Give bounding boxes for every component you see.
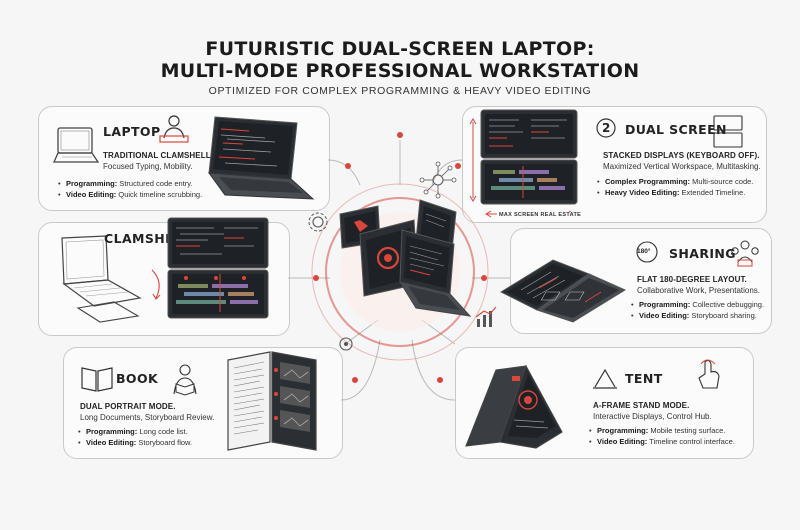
main-title-line1: FUTURISTIC DUAL-SCREEN LAPTOP:: [205, 38, 595, 60]
laptop-mode-label: LAPTOP: [103, 124, 161, 139]
tent-description: Interactive Displays, Control Hub.: [593, 412, 712, 421]
book-mode-render-illustration: [227, 351, 317, 451]
number-2-badge: [596, 118, 616, 138]
tent-heading: A-FRAME STAND MODE.: [593, 401, 690, 410]
sharing-mode-label: SHARING: [669, 246, 736, 261]
clamshell-outline-icon: [61, 235, 142, 323]
tent-bullet-2: •Video Editing: Timeline control interfa…: [589, 437, 735, 446]
central-devices-cluster: [339, 199, 472, 317]
tent-bullet-1: •Programming: Mobile testing surface.: [589, 426, 726, 435]
sharing-heading: FLAT 180-DEGREE LAYOUT.: [637, 275, 747, 284]
book-heading: DUAL PORTRAIT MODE.: [80, 402, 176, 411]
laptop-outline-icon: [52, 127, 100, 163]
settings-gear-small-icon: [308, 212, 328, 232]
book-mode-label: BOOK: [116, 371, 159, 386]
sharing-description: Collaborative Work, Presentations.: [637, 286, 761, 295]
laptop-mode-heading: TRADITIONAL CLAMSHELL.: [103, 151, 214, 160]
subtitle: OPTIMIZED FOR COMPLEX PROGRAMMING & HEAV…: [208, 85, 592, 97]
connector-node-icon: [339, 337, 353, 351]
user-typing-icon: [159, 115, 189, 143]
dual-screen-heading: STACKED DISPLAYS (KEYBOARD OFF).: [603, 151, 760, 160]
touch-hand-icon: [698, 359, 720, 389]
dual-screen-number: 2: [602, 121, 611, 135]
sharing-bullet-1: •Programming: Collective debugging.: [631, 300, 765, 309]
180-degree-badge-text: 180°: [637, 248, 651, 255]
laptop-render-illustration: [207, 116, 315, 200]
main-title-line2: MULTI-MODE PROFESSIONAL WORKSTATION: [160, 60, 640, 82]
dual-bullet-1: •Complex Programming: Multi-source code.: [597, 177, 754, 186]
open-book-icon: [81, 367, 113, 392]
sharing-render-illustration: [499, 259, 627, 323]
dual-screen-render-illustration: [480, 109, 578, 205]
tent-frame-icon: [593, 368, 617, 389]
dual-bullet-2: •Heavy Video Editing: Extended Timeline.: [597, 188, 746, 197]
group-users-icon: [731, 240, 759, 267]
max-screen-caption: MAX SCREEN REAL ESTATE: [497, 212, 584, 218]
person-reading-icon: [173, 364, 197, 396]
laptop-bullet-2: •Video Editing: Quick timeline scrubbing…: [58, 190, 203, 199]
vertical-expand-arrow: [469, 118, 477, 202]
network-nodes-icon: [419, 161, 457, 199]
sharing-mode-card: [510, 228, 772, 334]
trend-chart-icon: [475, 306, 497, 327]
tent-mode-label: TENT: [625, 371, 663, 386]
180-degree-badge: [636, 241, 658, 263]
book-description: Long Documents, Storyboard Review.: [80, 413, 215, 422]
laptop-mode-description: Focused Typing, Mobility.: [103, 162, 193, 171]
clamshell-curved-arrow: [151, 269, 161, 300]
clamshell-render-illustration: [167, 217, 269, 319]
dual-screen-description: Maximized Vertical Workspace, Multitaski…: [603, 162, 761, 171]
dual-screen-mode-label: DUAL SCREEN: [625, 122, 727, 137]
laptop-bullet-1: •Programming: Structured code entry.: [58, 179, 193, 188]
tent-mode-render-illustration: [465, 364, 563, 449]
sharing-bullet-2: •Video Editing: Storyboard sharing.: [631, 311, 757, 320]
book-bullet-2: •Video Editing: Storyboard flow.: [78, 438, 193, 447]
stacked-screens-icon: [713, 115, 743, 148]
book-bullet-1: •Programming: Long code list.: [78, 427, 188, 436]
